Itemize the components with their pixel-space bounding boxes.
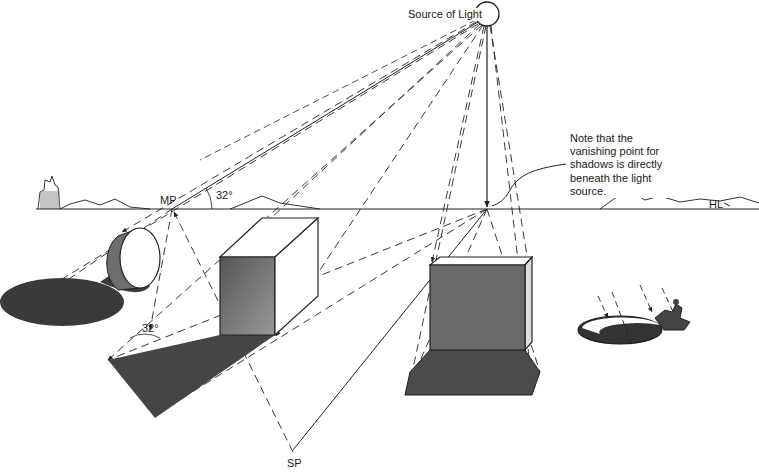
- drawing-label: 32°: [140, 322, 161, 335]
- drawing-label: MP: [158, 194, 179, 207]
- drawing-label: Source of Light: [406, 8, 484, 21]
- drawing-label: HL: [707, 198, 725, 211]
- note-text: Note that the vanishing point for shadow…: [568, 132, 684, 198]
- drawing-label: 32°: [214, 189, 235, 202]
- drawing-label: SP: [285, 457, 304, 470]
